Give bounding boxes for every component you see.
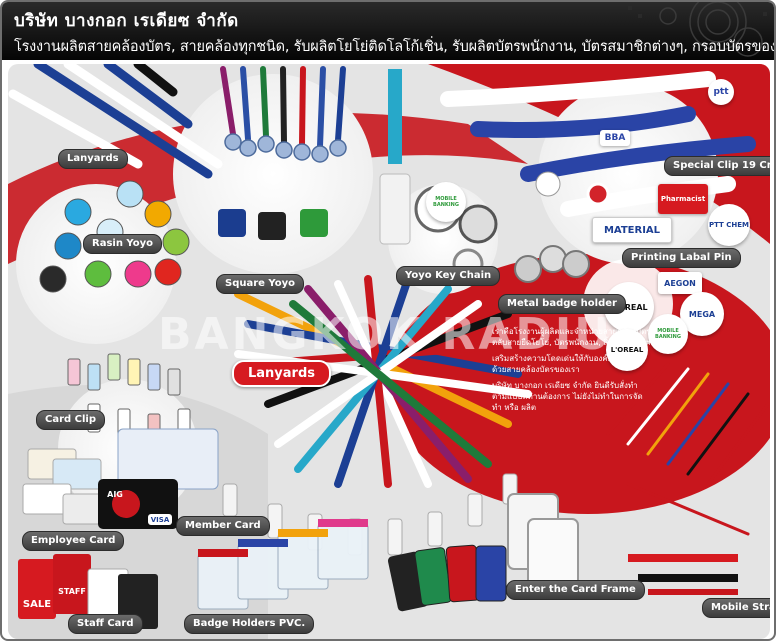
label-square-yoyo: Square Yoyo <box>216 274 305 294</box>
label-employee-card: Employee Card <box>22 531 125 551</box>
label-card-clip: Card Clip <box>36 410 106 430</box>
aig-logo: AIG <box>107 489 123 499</box>
info-paragraph-3: บริษัท บางกอก เรเดียซ จำกัด ยินดีรับสั่ง… <box>492 381 643 412</box>
visa-logo: VISA <box>148 514 172 525</box>
label-printing-label-pin: Printing Labal Pin <box>622 248 741 268</box>
ptt-chem-logo: PTT CHEM <box>708 204 750 246</box>
loreal-logo-2: L'OREAL <box>606 329 648 371</box>
staff-card-text: STAFF <box>58 586 86 596</box>
mobile-banking-logo-1: MOBILE BANKING <box>648 314 688 354</box>
sale-card-text: SALE <box>22 598 52 610</box>
label-rasin-yoyo: Rasin Yoyo <box>83 234 163 254</box>
company-title: บริษัท บางกอก เรเดียซ จำกัด <box>14 11 239 31</box>
ptt-logo: ptt <box>708 79 734 105</box>
company-subtitle: โรงงานผลิตสายคล้องบัตร, สายคล้องทุกชนิด,… <box>14 39 776 55</box>
label-staff-card: Staff Card <box>68 614 143 634</box>
label-lanyards-top: Lanyards <box>58 149 128 169</box>
product-collage: BANGKOK RADIUS Pharmacist PTT CHEM MATER… <box>8 64 770 639</box>
info-paragraph-1: เราคือโรงงานผู้ผลิตและจำหน่ายสายคล้องบัต… <box>492 327 651 347</box>
collage-artwork <box>8 64 770 639</box>
label-lanyards-center: Lanyards <box>232 360 332 387</box>
label-badge-holders-pvc: Badge Holders PVC. <box>184 614 315 634</box>
bba-logo: BBA <box>600 130 630 146</box>
company-watermark: BANGKOK RADIUS <box>158 309 648 360</box>
label-mobile-strap: Mobile Strap <box>702 598 770 618</box>
pharmacist-logo: Pharmacist <box>658 184 708 214</box>
info-paragraph-2: เสริมสร้างความโดดเด่นให้กับองค์กรของคุณ … <box>492 354 644 374</box>
label-special-clip: Special Clip 19 Cm. <box>664 156 770 176</box>
label-yoyo-key-chain: Yoyo Key Chain <box>396 266 501 286</box>
company-info: เราคือโรงงานผู้ผลิตและจำหน่ายสายคล้องบัต… <box>492 326 652 418</box>
header-bar: บริษัท บางกอก เรเดียซ จำกัด โรงงานผลิตสา… <box>2 2 776 60</box>
label-metal-badge-holder: Metal badge holder <box>498 294 626 314</box>
aegon-logo: AEGON <box>658 272 702 294</box>
material-logo: MATERIAL <box>592 217 672 243</box>
label-member-card: Member Card <box>176 516 270 536</box>
mobile-banking-logo-2: MOBILE BANKING <box>426 182 466 222</box>
label-enter-card-frame: Enter the Card Frame <box>506 580 645 600</box>
header-decoration <box>628 2 767 57</box>
